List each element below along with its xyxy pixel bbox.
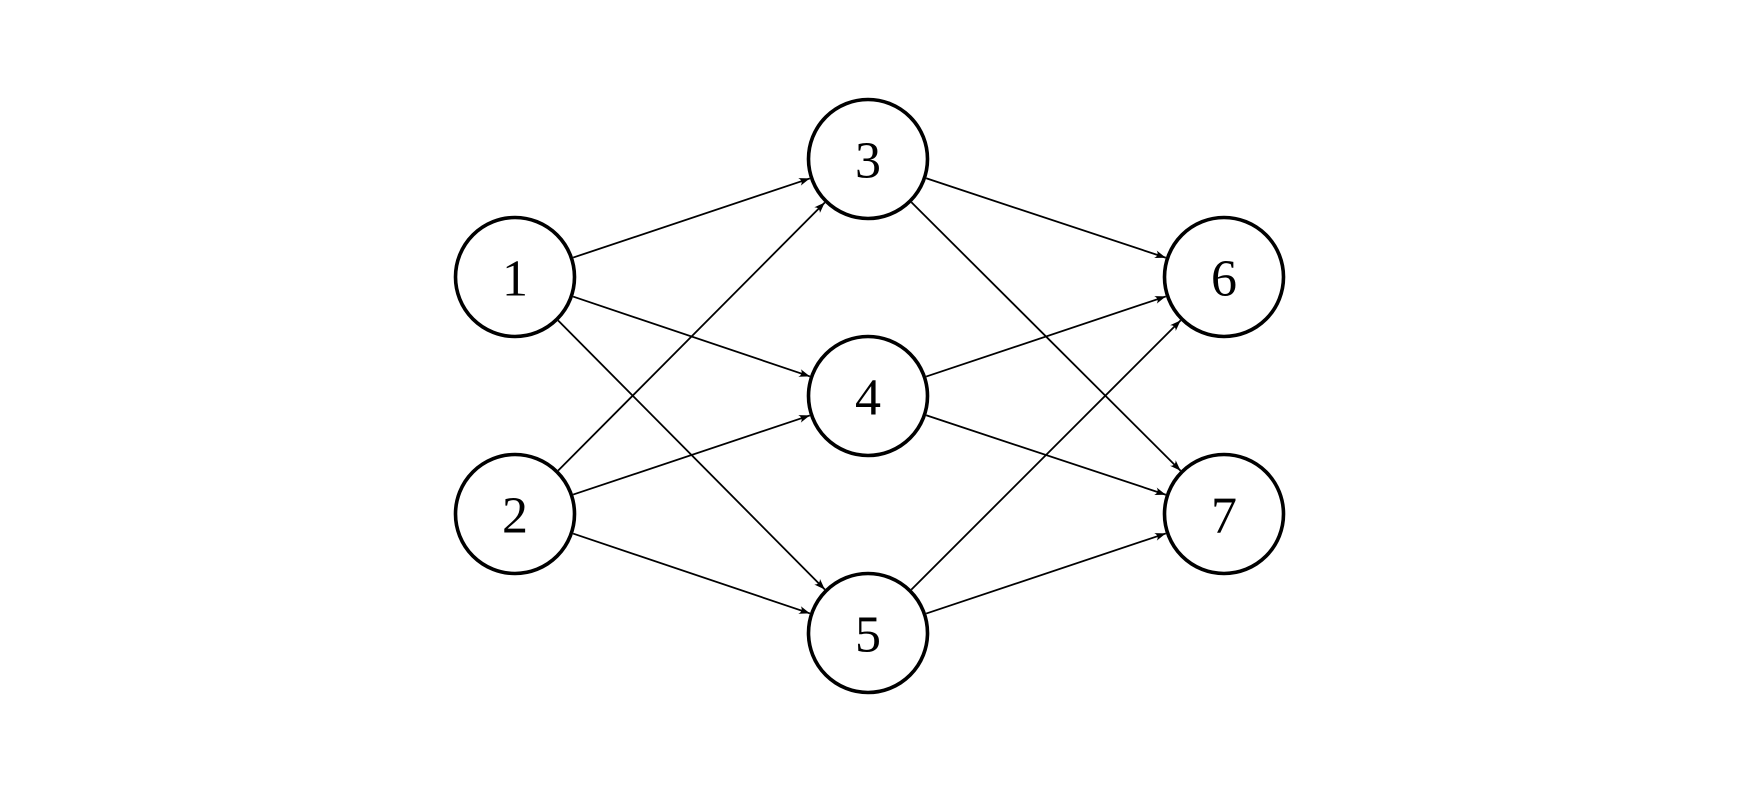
node-7-circle — [1162, 452, 1286, 576]
node-3-label: 3 — [855, 133, 881, 190]
node-7-label: 7 — [1211, 488, 1237, 545]
node-4-circle — [806, 334, 930, 458]
node-6: 6 — [1162, 215, 1286, 339]
node-1-circle — [453, 215, 577, 339]
edge-5-6 — [910, 319, 1182, 591]
node-5-circle — [806, 571, 930, 695]
edge-5-7 — [925, 532, 1167, 615]
node-7: 7 — [1162, 452, 1286, 576]
node-1: 1 — [453, 215, 577, 339]
node-3-circle — [806, 97, 930, 221]
edge-2-5 — [572, 532, 811, 615]
edge-2-3 — [557, 201, 826, 472]
node-2-label: 2 — [502, 488, 528, 545]
edge-3-6 — [925, 177, 1167, 259]
edge-2-4 — [572, 414, 811, 496]
node-4-label: 4 — [855, 370, 881, 427]
edge-layer — [557, 177, 1182, 615]
node-1-label: 1 — [502, 251, 528, 308]
node-3: 3 — [806, 97, 930, 221]
node-5: 5 — [806, 571, 930, 695]
node-6-label: 6 — [1211, 251, 1237, 308]
node-4: 4 — [806, 334, 930, 458]
node-layer: 1 2 3 4 5 6 7 — [453, 97, 1286, 695]
node-6-circle — [1162, 215, 1286, 339]
node-5-label: 5 — [855, 607, 881, 664]
edge-4-6 — [925, 295, 1167, 378]
node-2-circle — [453, 452, 577, 576]
node-2: 2 — [453, 452, 577, 576]
edge-1-3 — [572, 177, 811, 259]
